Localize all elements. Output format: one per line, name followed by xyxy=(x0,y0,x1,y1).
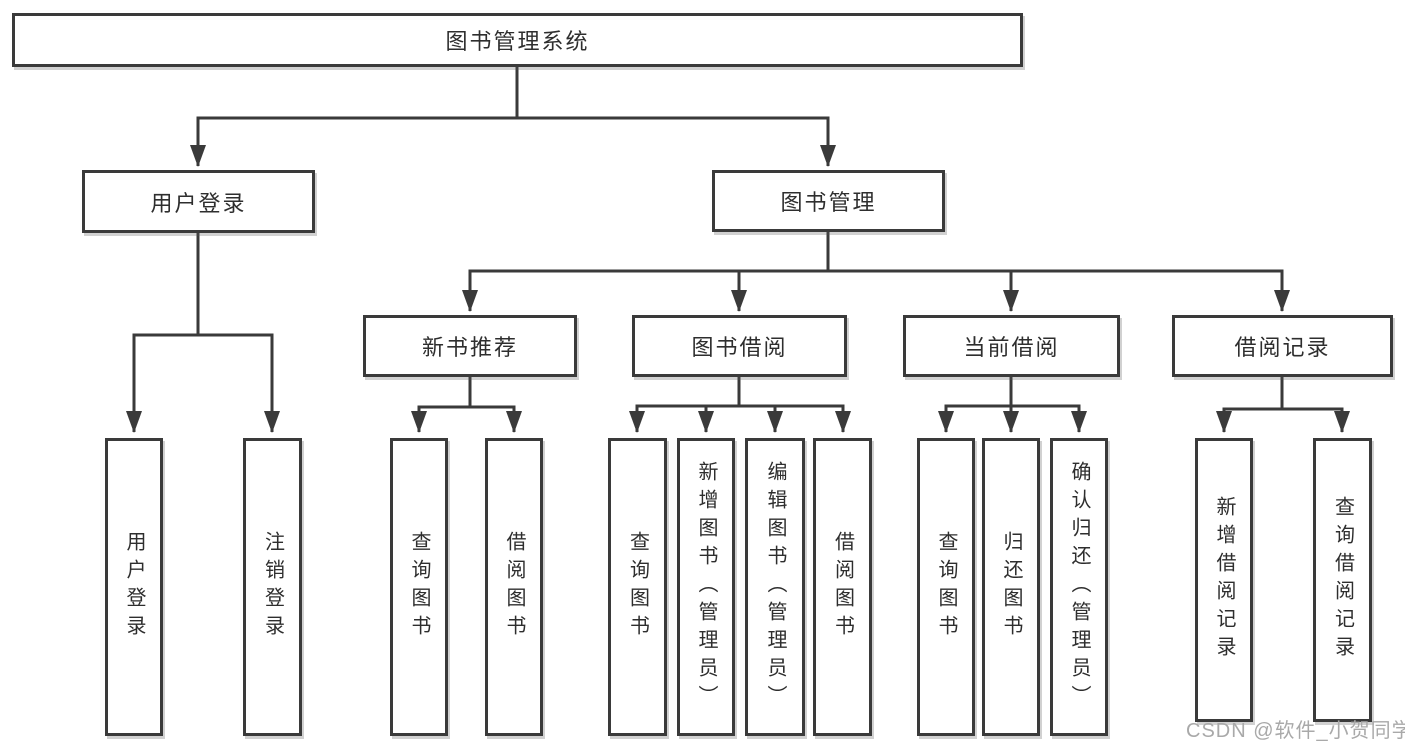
leaf-query-books: 查询图书 xyxy=(390,438,448,736)
leaf-add-borrow-record: 新增借阅记录 xyxy=(1195,438,1253,722)
node-label: 查询图书 xyxy=(935,531,957,643)
node-label: 编辑图书（管理员） xyxy=(764,461,786,713)
node-book-borrow: 图书借阅 xyxy=(632,315,847,377)
node-label: 查询借阅记录 xyxy=(1331,496,1354,664)
node-label: 当前借阅 xyxy=(963,335,1060,360)
node-library-management-system: 图书管理系统 xyxy=(12,13,1023,67)
leaf-query-books: 查询图书 xyxy=(917,438,975,736)
leaf-return-books: 归还图书 xyxy=(982,438,1040,736)
node-label: 图书管理系统 xyxy=(445,29,590,54)
node-label: 查询图书 xyxy=(408,531,430,643)
node-label: 注销登录 xyxy=(261,531,284,643)
node-borrow-records: 借阅记录 xyxy=(1172,315,1393,377)
leaf-borrow-books: 借阅图书 xyxy=(813,438,872,736)
node-book-management: 图书管理 xyxy=(712,170,945,232)
node-label: 新书推荐 xyxy=(421,335,518,360)
leaf-query-borrow-record: 查询借阅记录 xyxy=(1313,438,1372,722)
leaf-edit-books-admin: 编辑图书（管理员） xyxy=(745,438,805,736)
node-label: 新增借阅记录 xyxy=(1213,496,1235,664)
node-label: 图书管理 xyxy=(780,190,877,215)
node-label: 确认归还（管理员） xyxy=(1068,461,1090,713)
node-label: 借阅图书 xyxy=(831,531,854,643)
leaf-confirm-return-admin: 确认归还（管理员） xyxy=(1050,438,1108,736)
node-label: 归还图书 xyxy=(1000,531,1022,643)
node-label: 新增图书（管理员） xyxy=(695,461,717,713)
node-user-login: 用户登录 xyxy=(82,170,315,233)
node-label: 用户登录 xyxy=(150,190,247,216)
node-label: 用户登录 xyxy=(123,531,145,643)
node-label: 借阅图书 xyxy=(503,531,525,643)
node-label: 查询图书 xyxy=(626,531,649,643)
leaf-user-login: 用户登录 xyxy=(105,438,163,736)
leaf-add-books-admin: 新增图书（管理员） xyxy=(677,438,735,736)
node-label: 借阅记录 xyxy=(1234,335,1331,360)
node-current-borrow: 当前借阅 xyxy=(903,315,1120,377)
leaf-borrow-books: 借阅图书 xyxy=(485,438,543,736)
node-new-book-recommend: 新书推荐 xyxy=(363,315,577,377)
leaf-query-books: 查询图书 xyxy=(608,438,667,736)
csdn-watermark: CSDN @软件_小贺同学 xyxy=(1186,720,1405,742)
leaf-logout: 注销登录 xyxy=(243,438,302,736)
node-label: 图书借阅 xyxy=(691,335,788,360)
